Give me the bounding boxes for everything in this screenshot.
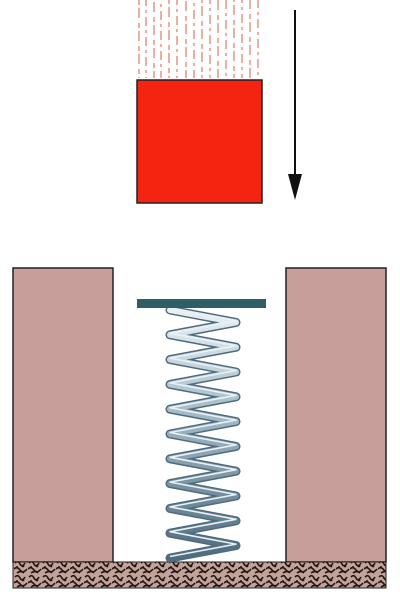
coil-spring-icon	[165, 305, 241, 563]
ground-base	[12, 561, 387, 589]
spring-plate	[137, 299, 266, 308]
motion-trail-lines	[138, 0, 259, 78]
spring-coil	[167, 307, 239, 561]
right-wall	[285, 267, 387, 563]
down-arrow-icon	[288, 10, 302, 200]
falling-block	[136, 79, 263, 204]
left-wall	[12, 267, 114, 563]
spring-coil-highlight	[169, 307, 237, 558]
